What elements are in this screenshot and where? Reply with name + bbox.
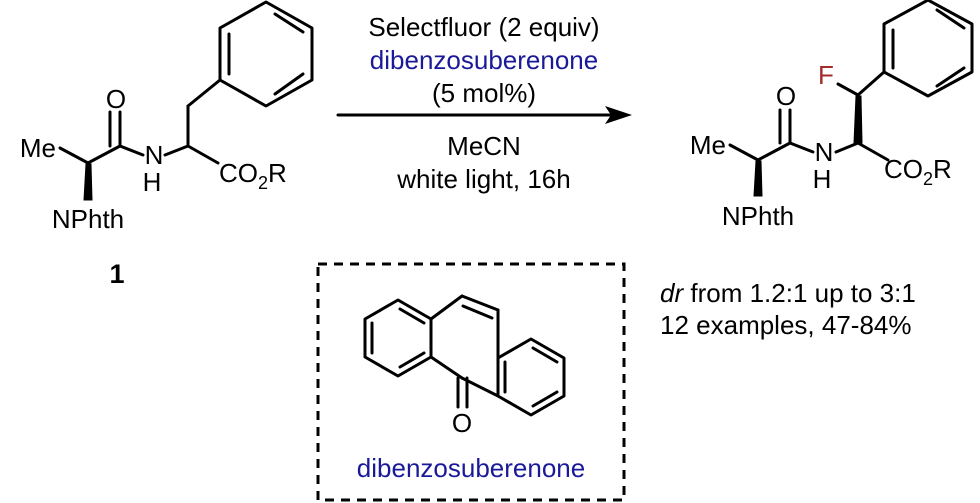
solvent-label: MeCN [447,131,521,161]
reagent-catalyst-name: dibenzosuberenone [370,45,598,75]
product: F O N H Me NPhth CO2R [690,0,974,231]
reagent-selectfluor: Selectfluor (2 equiv) [368,12,599,42]
compound-number-1: 1 [109,259,124,289]
catalyst-dashed-box [316,262,626,502]
product-nphth-label: NPhth [722,201,794,231]
product-phenyl-ring [882,0,974,98]
product-oxygen-label: O [776,81,796,111]
product-stereo-wedge-2 [753,160,763,197]
sm-nitrogen-label: N [145,140,164,170]
product-ester-label: CO2R [884,154,952,189]
catalyst-name-label: dibenzosuberenone [357,453,585,483]
sm-methyl-label: Me [20,133,56,163]
catalyst-oxygen-label: O [452,408,472,438]
arrow-head [605,106,632,124]
starting-material: O N H Me NPhth CO2R 1 [20,0,314,289]
sm-stereo-wedge [83,163,93,201]
fluorine-label: F [818,60,834,90]
reagent-catalyst-loading: (5 mol%) [432,78,536,108]
product-hydrogen-label: H [813,164,832,194]
reaction-arrow [336,106,632,124]
examples-yield-text: 12 examples, 47-84% [660,310,911,340]
sm-ester-label: CO2R [219,158,287,193]
product-nitrogen-label: N [815,137,834,167]
catalyst-structure [363,294,566,417]
product-methyl-label: Me [690,130,726,160]
catalyst-right-ring [496,337,566,417]
sm-oxygen-label: O [106,84,126,114]
sm-hydrogen-label: H [143,167,162,197]
sm-nphth-label: NPhth [52,204,124,234]
catalyst-left-ring [363,298,433,378]
product-stereo-wedge-1 [853,95,863,144]
sm-phenyl-ring [218,0,314,108]
diastereomeric-ratio-text: dr from 1.2:1 up to 3:1 [660,278,916,308]
condition-light-time: white light, 16h [396,164,570,194]
